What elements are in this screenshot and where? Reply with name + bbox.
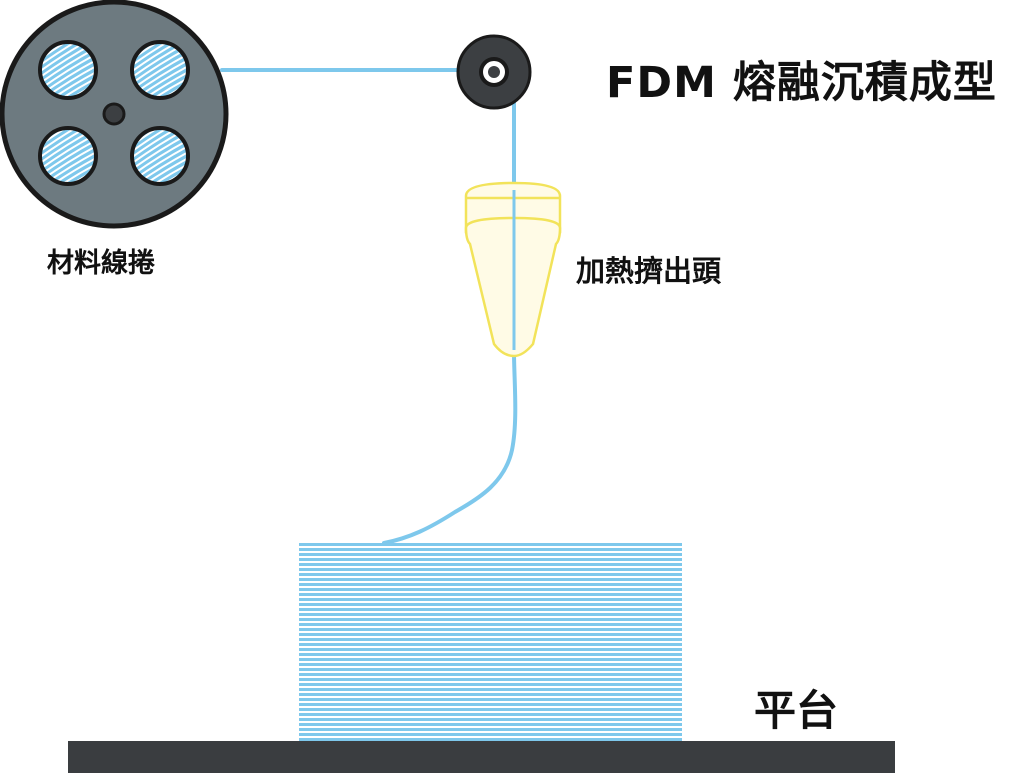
nozzle-label: 加熱擠出頭 — [576, 254, 722, 288]
object-layer — [299, 638, 682, 641]
build-platform — [68, 741, 895, 773]
object-layer — [299, 558, 682, 561]
spool-hub — [102, 102, 126, 126]
object-layer — [299, 548, 682, 551]
object-layer — [299, 643, 682, 646]
object-layer — [299, 653, 682, 656]
object-layer — [299, 648, 682, 651]
object-layer — [299, 603, 682, 606]
spool-winding-1 — [38, 40, 98, 100]
object-layer — [299, 583, 682, 586]
object-layer — [299, 668, 682, 671]
object-layer — [299, 708, 682, 711]
object-layer — [299, 628, 682, 631]
object-layer — [299, 613, 682, 616]
spool-filament-windings — [38, 40, 190, 186]
object-layer — [299, 543, 682, 546]
material-spool — [0, 0, 229, 229]
printed-object-layers — [299, 543, 682, 741]
object-layer — [299, 738, 682, 741]
guide-pulley — [456, 34, 532, 110]
object-layer — [299, 618, 682, 621]
object-layer — [299, 658, 682, 661]
object-layer — [299, 573, 682, 576]
object-layer — [299, 693, 682, 696]
spool-winding-2 — [130, 40, 190, 100]
object-layer — [299, 673, 682, 676]
object-layer — [299, 563, 682, 566]
object-layer — [299, 728, 682, 731]
spool-winding-4 — [130, 126, 190, 186]
object-layer — [299, 718, 682, 721]
spool-label: 材料線捲 — [47, 248, 155, 279]
object-layer — [299, 623, 682, 626]
object-layer — [299, 598, 682, 601]
object-layer — [299, 723, 682, 726]
object-layer — [299, 703, 682, 706]
platform-label: 平台 — [754, 686, 839, 735]
filament-nozzle-to-object — [382, 350, 518, 545]
object-layer — [299, 608, 682, 611]
object-layer — [299, 688, 682, 691]
object-layer — [299, 683, 682, 686]
object-layer — [299, 633, 682, 636]
heated-extruder-head — [464, 181, 562, 358]
object-layer — [299, 553, 682, 556]
diagram-title: FDM 熔融沉積成型 — [606, 58, 997, 108]
object-layer — [299, 678, 682, 681]
filament-path — [220, 68, 518, 545]
object-layer — [299, 713, 682, 716]
object-layer — [299, 593, 682, 596]
object-layer — [299, 698, 682, 701]
object-layer — [299, 663, 682, 666]
object-layer — [299, 733, 682, 736]
object-layer — [299, 588, 682, 591]
object-layer — [299, 568, 682, 571]
spool-winding-3 — [38, 126, 98, 186]
pulley-axle-center — [488, 66, 500, 78]
object-layer — [299, 578, 682, 581]
